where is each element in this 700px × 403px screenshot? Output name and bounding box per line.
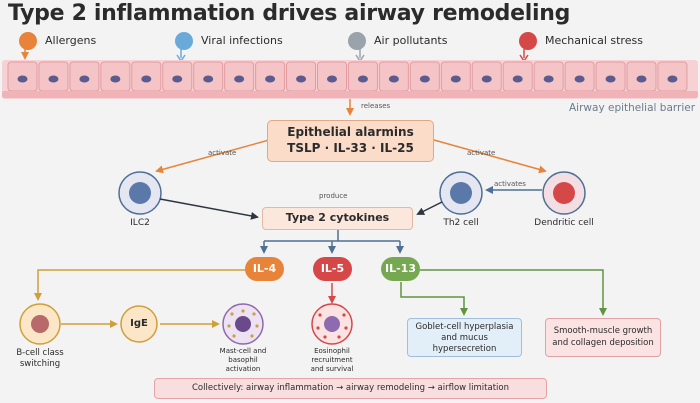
ilc2-produce-arrow (159, 198, 259, 220)
trigger-pollutants-label: Air pollutants (374, 34, 448, 47)
eosinophil-cell (311, 303, 353, 345)
il4-pill: IL-4 (245, 257, 284, 281)
summary-box: Collectively: airway inflammation → airw… (154, 378, 547, 399)
dendritic-label: Dendritic cell (534, 218, 594, 228)
epithelial-nucleus (203, 75, 214, 83)
produce-label: produce (319, 192, 348, 200)
pollutant-pin (348, 32, 366, 63)
activates-label: activates (494, 180, 526, 188)
epithelial-nucleus (234, 75, 245, 83)
epithelial-nucleus (574, 75, 585, 83)
ilc2-cell (118, 171, 162, 215)
eosinophil-label-line: and survival (310, 365, 354, 373)
barrier-caption: Airway epithelial barrier (569, 102, 696, 114)
epithelial-nucleus (327, 75, 337, 83)
alarmin-title: Epithelial alarmins (287, 125, 414, 139)
smooth-muscle-box: Smooth-muscle growth and collagen deposi… (545, 318, 661, 357)
epithelial-nucleus (481, 75, 492, 83)
mast-label-line: Mast-cell and (219, 347, 267, 355)
activate-left-label: activate (208, 149, 237, 157)
epithelial-nucleus (512, 75, 523, 83)
dendritic-cell (542, 171, 586, 215)
il13-path (400, 269, 607, 316)
epithelial-nucleus (48, 75, 59, 83)
epithelial-nucleus (636, 75, 647, 83)
stress-pin (519, 32, 537, 63)
b-cell (19, 303, 61, 345)
bcell-label-line: switching (19, 359, 61, 369)
eosinophil-label: Eosinophil recruitment and survival (297, 347, 367, 374)
epithelial-nucleus (667, 75, 678, 83)
page-title: Type 2 inflammation drives airway remode… (8, 1, 571, 26)
trigger-stress-label: Mechanical stress (545, 34, 643, 47)
mast-label-line: basophil (228, 356, 258, 364)
smooth-line: and collagen deposition (552, 338, 654, 348)
epithelial-nucleus (450, 75, 461, 83)
bcell-label: B-cell class switching (2, 348, 78, 370)
mast-cell (222, 303, 264, 345)
releases-label: releases (361, 102, 391, 110)
goblet-line: and mucus (441, 333, 488, 343)
trigger-viral-label: Viral infections (201, 34, 283, 47)
epithelial-nucleus (110, 75, 121, 83)
eosinophil-label-line: recruitment (311, 356, 353, 364)
allergen-pin (19, 32, 37, 60)
epithelial-nucleus (419, 75, 430, 83)
th2-cell (439, 171, 483, 215)
ige-node (120, 305, 158, 343)
bcell-label-line: B-cell class (16, 348, 64, 358)
goblet-line: hypersecretion (432, 344, 497, 354)
epithelial-barrier (2, 60, 698, 99)
trigger-allergens-label: Allergens (45, 34, 97, 47)
epithelial-nucleus (265, 75, 276, 83)
epithelial-nucleus (388, 75, 399, 83)
il4-path (34, 269, 246, 328)
smooth-line: Smooth-muscle growth (553, 326, 653, 336)
epithelial-nucleus (296, 75, 307, 83)
alarmin-items: TSLP · IL-33 · IL-25 (287, 141, 414, 155)
epithelial-nucleus (605, 75, 616, 83)
activate-dendritic-arrow (433, 139, 547, 174)
epithelial-nucleus (357, 75, 368, 83)
goblet-box: Goblet-cell hyperplasia and mucus hypers… (407, 318, 522, 357)
eosinophil-label-line: Eosinophil (314, 347, 350, 355)
il13-pill: IL-13 (381, 257, 420, 281)
activate-ilc2-arrow (155, 139, 270, 174)
mast-label: Mast-cell and basophil activation (208, 347, 278, 374)
activate-right-label: activate (467, 149, 496, 157)
goblet-line: Goblet-cell hyperplasia (415, 322, 514, 332)
epithelial-nucleus (79, 75, 90, 83)
th2-label: Th2 cell (443, 218, 479, 228)
ige-label: IgE (130, 318, 148, 329)
epithelial-nucleus (543, 75, 554, 83)
cytokines-box: Type 2 cytokines (262, 207, 413, 230)
epithelial-nucleus (141, 75, 152, 83)
cytokine-split (260, 230, 404, 254)
viral-pin (175, 32, 193, 63)
epithelial-nucleus (17, 75, 28, 83)
epithelial-nucleus (172, 75, 183, 83)
mast-label-line: activation (225, 365, 261, 373)
ilc2-label: ILC2 (130, 218, 150, 228)
alarmin-box: Epithelial alarmins TSLP · IL-33 · IL-25 (267, 120, 434, 162)
th2-produce-arrow (416, 201, 443, 215)
il5-pill: IL-5 (313, 257, 352, 281)
